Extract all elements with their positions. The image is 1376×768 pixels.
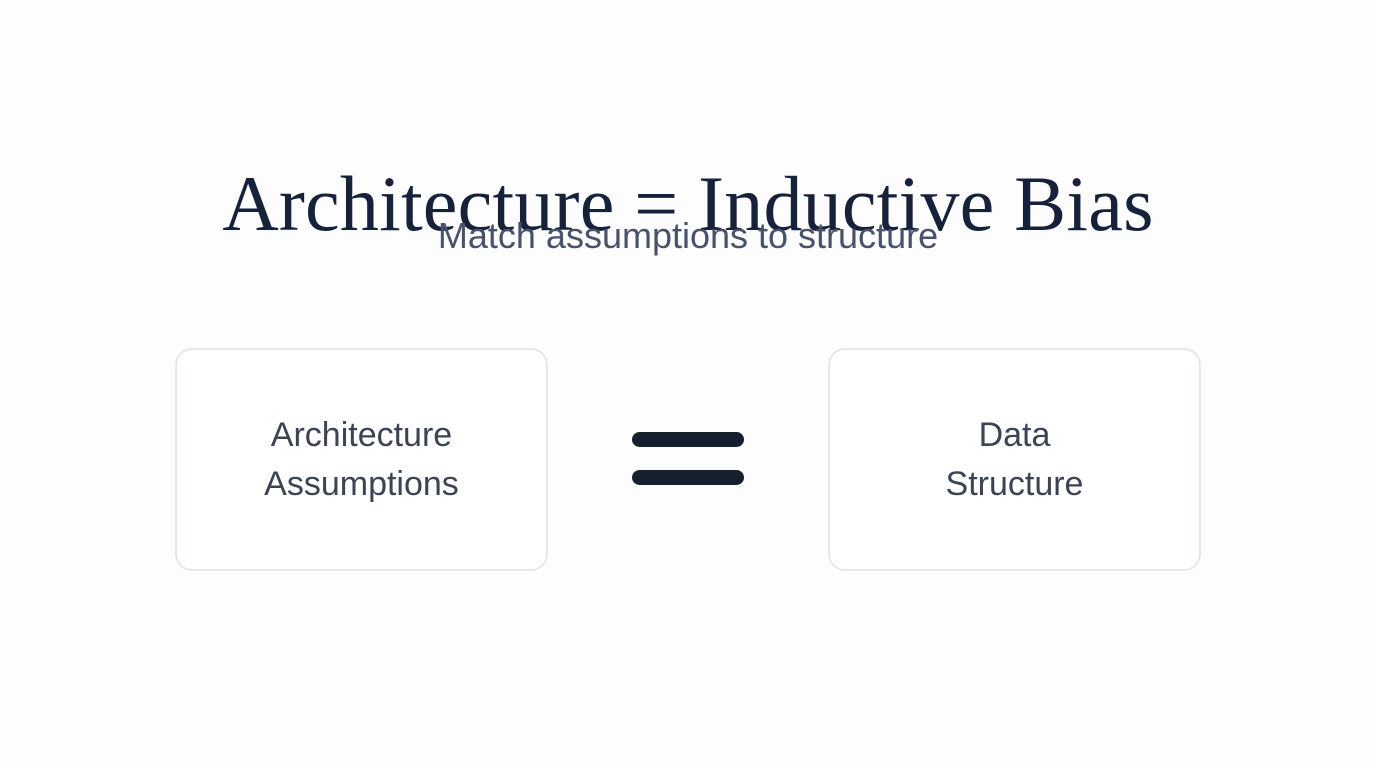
page-subtitle: Match assumptions to structure: [437, 215, 939, 256]
concept-box-label: Architecture Assumptions: [264, 415, 459, 503]
concept-box-architecture-assumptions: Architecture Assumptions: [175, 348, 548, 571]
equals-icon-bar-bottom: [632, 470, 744, 485]
page-title: Architecture = Inductive Bias: [222, 160, 1154, 248]
concept-box-data-structure: Data Structure: [828, 348, 1201, 571]
equals-icon-bar-top: [632, 432, 744, 447]
equation-diagram: Architecture Assumptions Data Structure: [175, 348, 1201, 572]
concept-box-label: Data Structure: [945, 415, 1084, 503]
equals-icon: [632, 432, 744, 485]
